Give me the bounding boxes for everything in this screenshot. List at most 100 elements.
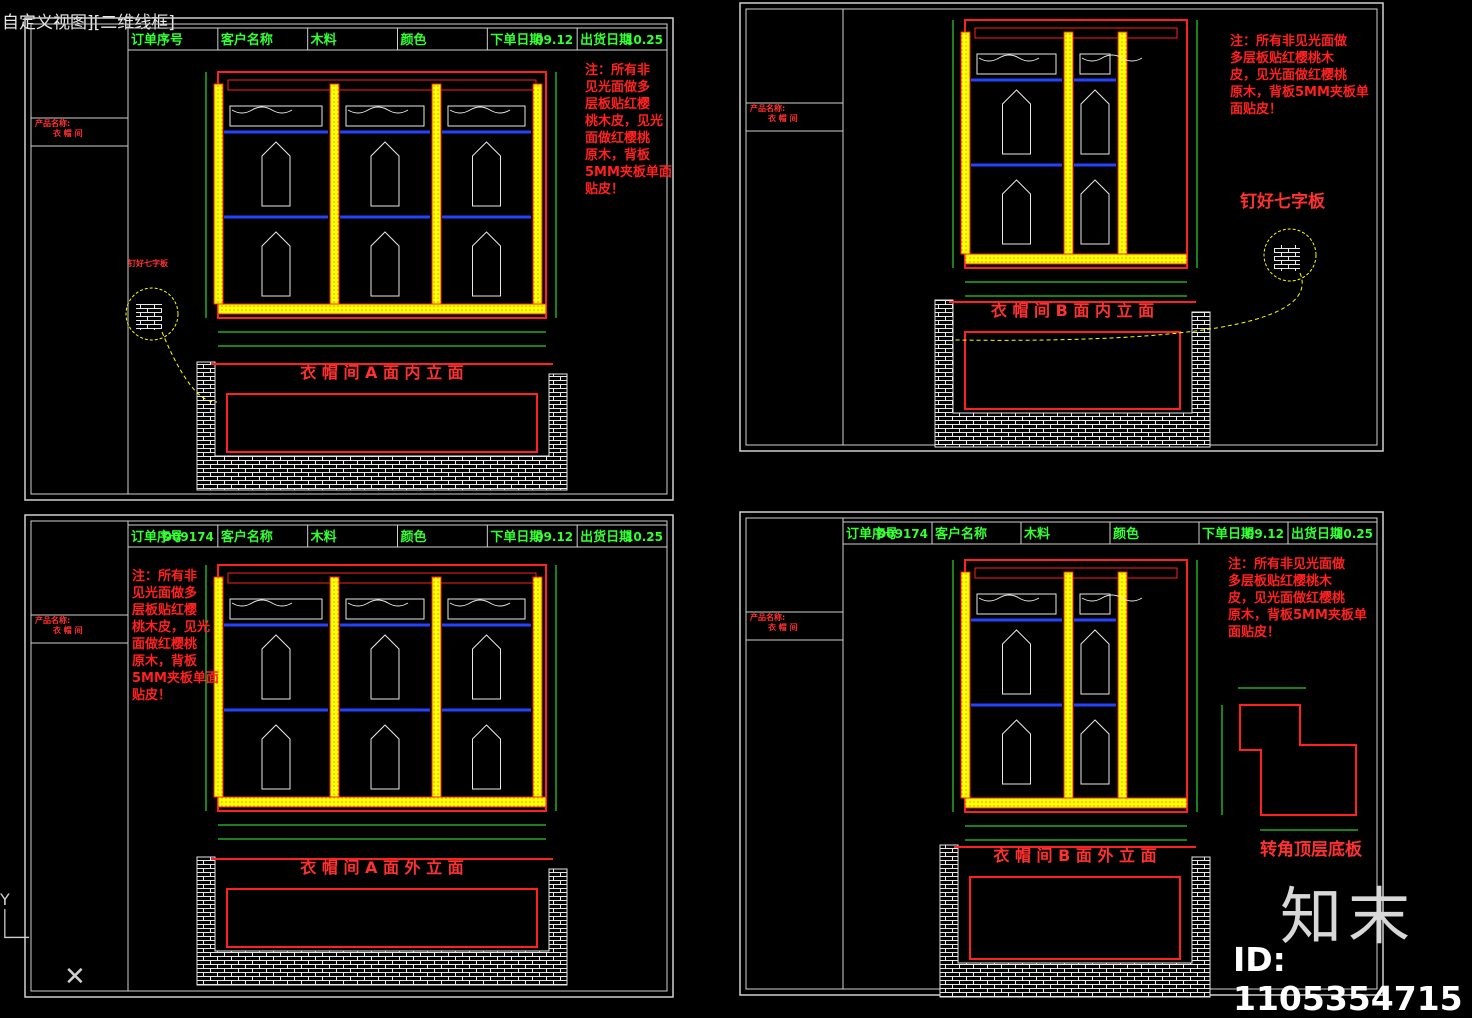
storage-box — [447, 105, 526, 127]
header-label: 下单日期 — [1202, 526, 1254, 542]
hanging-garment — [472, 141, 501, 297]
storage-box-detail — [1081, 594, 1143, 602]
sheet-inner-frame — [30, 23, 668, 495]
material-note-line: 注：所有非 — [585, 62, 650, 78]
material-note-line: 面做红樱桃 — [585, 130, 650, 146]
material-note-line: 面贴皮！ — [1230, 101, 1282, 117]
hanging-garment — [370, 634, 400, 790]
sheet-outer-frame — [24, 514, 674, 998]
detail-callout-circle — [125, 287, 179, 341]
material-note-line: 见光面做多 — [132, 585, 197, 601]
header-label: 出货日期 — [580, 529, 632, 545]
material-note-line: 原木，背板 — [585, 147, 651, 163]
plan-wall-hatch — [934, 299, 1211, 448]
elevation-title: 衣 帽 间 B 面 内 立 面 — [991, 301, 1154, 320]
watermark-logo: 知末 — [1280, 880, 1417, 953]
cabinet-side-panel — [431, 83, 442, 305]
header-value: 10.25 — [625, 33, 663, 47]
product-name-label: 产品名称: — [750, 612, 785, 622]
plan-cabinet-outline — [226, 888, 538, 948]
header-label: 颜色 — [1113, 526, 1139, 542]
header-label: 颜色 — [401, 32, 427, 48]
cabinet-side-panel — [1063, 571, 1074, 799]
plan-cabinet-outline — [969, 876, 1181, 960]
material-note-line: 注：所有非见光面做 — [1230, 33, 1347, 49]
material-note-line: 面贴皮！ — [1228, 624, 1280, 640]
material-note-line: 多层板贴红樱桃木 — [1228, 573, 1333, 589]
storage-box — [1079, 53, 1111, 75]
header-label: 订单序号 — [131, 32, 183, 48]
cabinet-kickboard — [217, 796, 547, 808]
cabinet-side-panel — [1063, 31, 1074, 255]
cabinet-side-panel — [532, 576, 543, 798]
header-label: 订单序号 — [131, 529, 183, 545]
storage-box-detail — [231, 599, 293, 607]
header-label: 下单日期 — [490, 32, 542, 48]
header-label: 客户名称 — [935, 526, 987, 542]
close-icon[interactable]: ✕ — [64, 962, 86, 992]
callout-label: 钉好七字板 — [128, 258, 169, 268]
header-value: 10.25 — [625, 530, 663, 544]
storage-box-detail — [978, 54, 1040, 62]
product-name-label: 产品名称: — [35, 615, 70, 625]
cabinet-side-panel — [960, 31, 971, 255]
cabinet-side-panel — [329, 576, 340, 798]
detail-callout-hatch — [1274, 245, 1300, 271]
storage-box-detail — [449, 599, 511, 607]
material-note-line: 5MM夹板单面 — [585, 164, 672, 180]
product-name-value: 衣 帽 间 — [768, 622, 798, 632]
product-name-value: 衣 帽 间 — [53, 625, 83, 635]
header-value: 10.25 — [1335, 527, 1373, 541]
cabinet-outline — [217, 564, 547, 812]
watermark-id: ID: 1105354715 — [1233, 940, 1463, 1018]
hanging-garment — [1080, 89, 1110, 245]
material-note-line: 原木，背板5MM夹板单 — [1230, 84, 1369, 100]
storage-box-detail — [449, 106, 511, 114]
callout-label: 转角顶层底板 — [1260, 839, 1363, 860]
cabinet-outline — [964, 559, 1188, 813]
material-note-line: 5MM夹板单面 — [132, 670, 219, 686]
header-value: 09.12 — [1246, 527, 1284, 541]
cabinet-side-panel — [213, 83, 224, 305]
cabinet-side-panel — [1117, 571, 1128, 799]
plan-wall-hatch — [196, 361, 568, 491]
elevation-title: 衣 帽 间 B 面 外 立 面 — [993, 846, 1156, 865]
cabinet-top-molding — [227, 79, 537, 91]
plan-cabinet-outline — [964, 331, 1181, 410]
detail-callout-hatch — [136, 304, 162, 330]
material-note-line: 桃木皮，见光 — [132, 619, 210, 635]
plan-cabinet-outline — [226, 393, 538, 453]
drawing-sheet-2: 产品名称:衣 帽 间注：所有非见光面做多层板贴红樱桃木皮，见光面做红樱桃原木，背… — [739, 2, 1384, 452]
storage-box — [1079, 593, 1111, 615]
material-note-line: 见光面做多 — [585, 79, 650, 95]
cabinet-outline — [964, 19, 1188, 269]
header-value: 09.12 — [535, 33, 573, 47]
header-label: 出货日期 — [580, 32, 632, 48]
header-value: 09.12 — [535, 530, 573, 544]
hanging-garment — [1002, 89, 1031, 245]
header-label: 出货日期 — [1291, 526, 1343, 542]
cabinet-side-panel — [213, 576, 224, 798]
material-note-line: 注：所有非 — [132, 568, 197, 584]
callout-label: 钉好七字板 — [1240, 191, 1326, 212]
hanging-garment — [472, 634, 501, 790]
header-label: 订单序号 — [846, 526, 898, 542]
cabinet-kickboard — [217, 303, 547, 315]
material-note-line: 原木，背板5MM夹板单 — [1228, 607, 1367, 623]
detail-leader-line — [161, 331, 218, 403]
material-note-line: 桃木皮，见光 — [585, 113, 663, 129]
detail-callout-circle — [1263, 228, 1317, 282]
header-label: 客户名称 — [221, 529, 273, 545]
product-name-value: 衣 帽 间 — [768, 113, 798, 123]
material-note-line: 面做红樱桃 — [132, 636, 197, 652]
cabinet-kickboard — [964, 797, 1188, 809]
material-note-line: 多层板贴红樱桃木 — [1230, 50, 1335, 66]
header-label: 下单日期 — [490, 529, 542, 545]
storage-box-detail — [978, 594, 1040, 602]
hanging-garment — [370, 141, 400, 297]
sheet-inner-frame — [30, 520, 668, 992]
